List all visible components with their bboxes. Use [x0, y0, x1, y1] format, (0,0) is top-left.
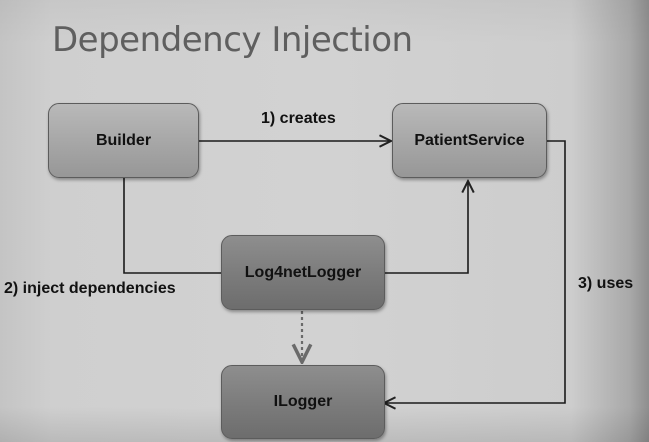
node-patient-service-label: PatientService: [414, 131, 525, 149]
edge-inject-left: [123, 178, 221, 274]
edge-inject-right: [384, 181, 468, 274]
edge-uses: [384, 140, 566, 403]
node-ilogger-label: ILogger: [273, 393, 333, 410]
node-log4net-logger-label: Log4netLogger: [244, 263, 362, 281]
node-log4net-logger: Log4netLogger: [221, 235, 385, 310]
label-inject-dependencies: 2) inject dependencies: [4, 280, 176, 297]
label-creates: 1) creates: [261, 110, 336, 127]
node-patient-service: PatientService: [392, 103, 547, 178]
label-uses: 3) uses: [578, 275, 634, 292]
page-title: Dependency Injection: [52, 20, 413, 60]
node-ilogger: ILogger: [221, 365, 385, 439]
node-builder: Builder: [48, 103, 199, 178]
node-builder-label: Builder: [95, 131, 152, 149]
